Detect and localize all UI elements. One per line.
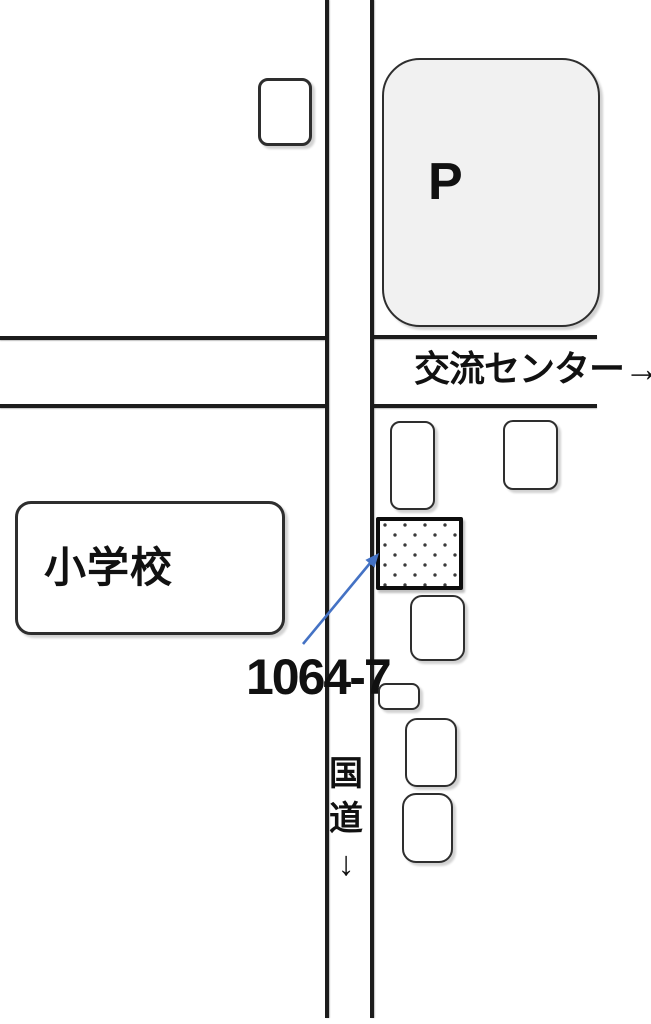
elementary-school-building: 小学校: [15, 501, 285, 635]
building-right-3: [410, 595, 465, 661]
parking-label: P: [428, 153, 463, 211]
road-vertical-left-line: [325, 0, 329, 1018]
road-horizontal-lower-left-line: [0, 404, 325, 408]
elementary-school-label: 小学校: [44, 544, 174, 591]
road-horizontal-lower-right-line: [374, 404, 597, 408]
building-top-left: [258, 78, 312, 146]
lot-number-label: 1064-7: [246, 649, 392, 705]
building-right-2: [503, 420, 558, 490]
building-right-4: [378, 683, 420, 710]
parking-lot-building: P: [382, 58, 600, 327]
building-right-5: [405, 718, 457, 787]
road-horizontal-upper-left-line: [0, 336, 325, 340]
target-lot-marker: [376, 517, 463, 590]
national-route-label: 国道↓: [329, 755, 363, 883]
community-center-label: 交流センター→: [414, 348, 651, 389]
building-right-6: [402, 793, 453, 863]
road-horizontal-upper-right-line: [374, 335, 597, 339]
road-vertical-right-line: [370, 0, 374, 1018]
building-right-1: [390, 421, 435, 510]
